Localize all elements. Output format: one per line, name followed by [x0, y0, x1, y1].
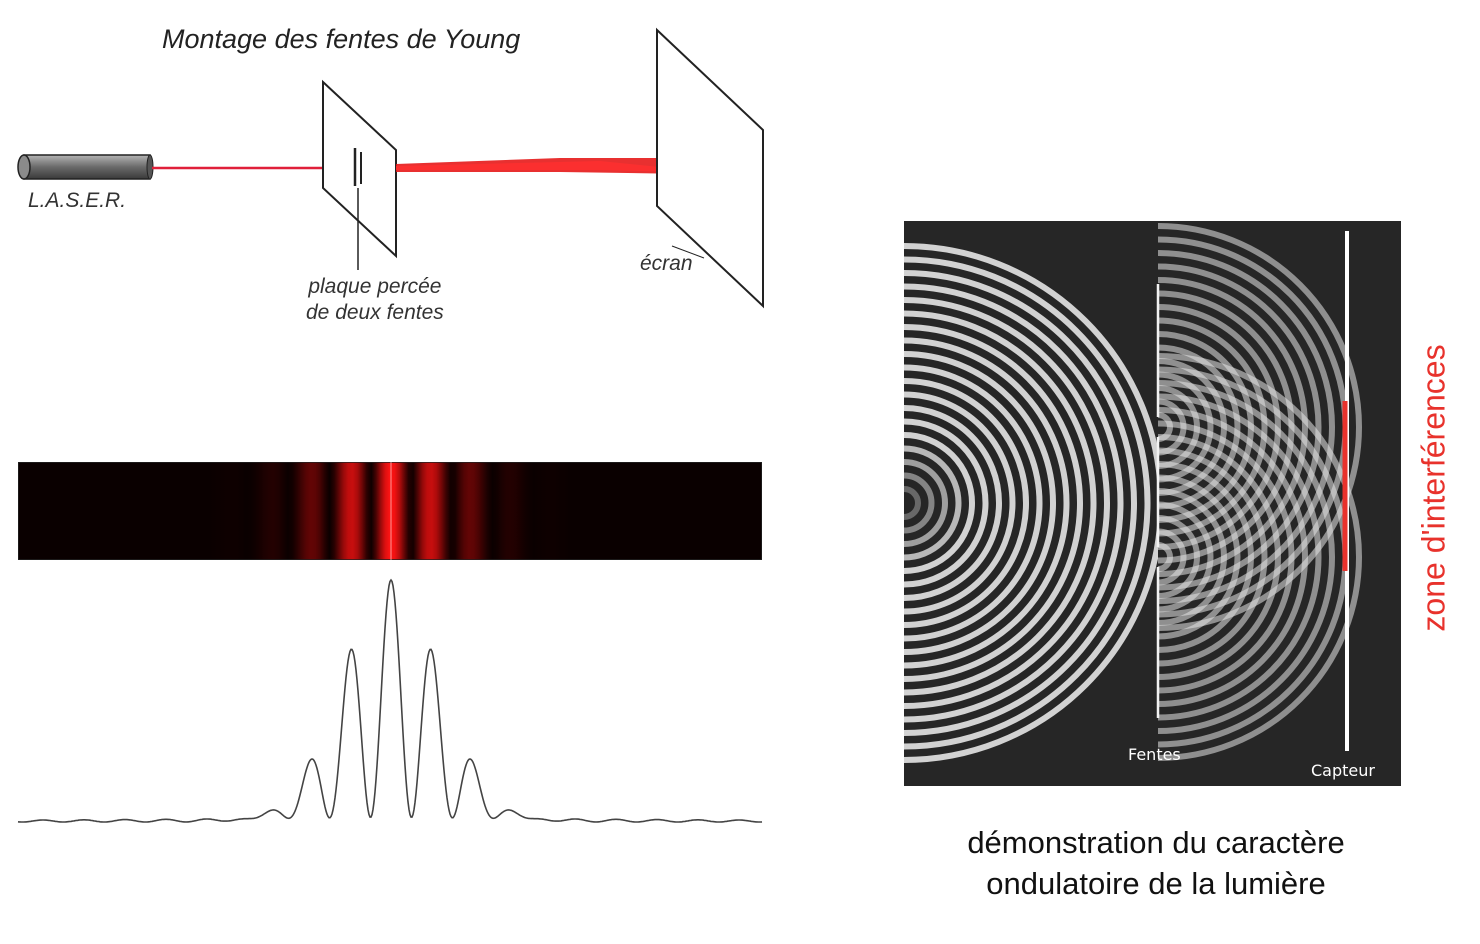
wave-simulation: [904, 221, 1401, 786]
plate-label: plaque percée de deux fentes: [306, 274, 444, 326]
intensity-curve: [17, 578, 763, 823]
screen-panel: [656, 27, 764, 309]
zone-label: zone d'interférences: [1415, 344, 1452, 632]
setup-title: Montage des fentes de Young: [162, 24, 521, 54]
sensor-label: Capteur: [1311, 761, 1375, 780]
interference-fringes: [18, 462, 762, 560]
caption: démonstration du caractère ondulatoire d…: [904, 822, 1408, 904]
laser-device: [17, 154, 154, 180]
slits-label: Fentes: [1128, 745, 1181, 764]
screen-label: écran: [640, 252, 693, 275]
plate-label-line1: plaque percée: [308, 275, 442, 298]
intensity-curve-line: [17, 578, 763, 823]
incident-wavefronts: [904, 243, 1158, 763]
slit-plate: [322, 79, 397, 270]
young-setup-diagram: [17, 27, 764, 309]
caption-line2: ondulatoire de la lumière: [986, 866, 1326, 901]
caption-line1: démonstration du caractère: [967, 825, 1345, 860]
plate-label-line2: de deux fentes: [306, 301, 444, 324]
laser-label: L.A.S.E.R.: [28, 189, 127, 212]
